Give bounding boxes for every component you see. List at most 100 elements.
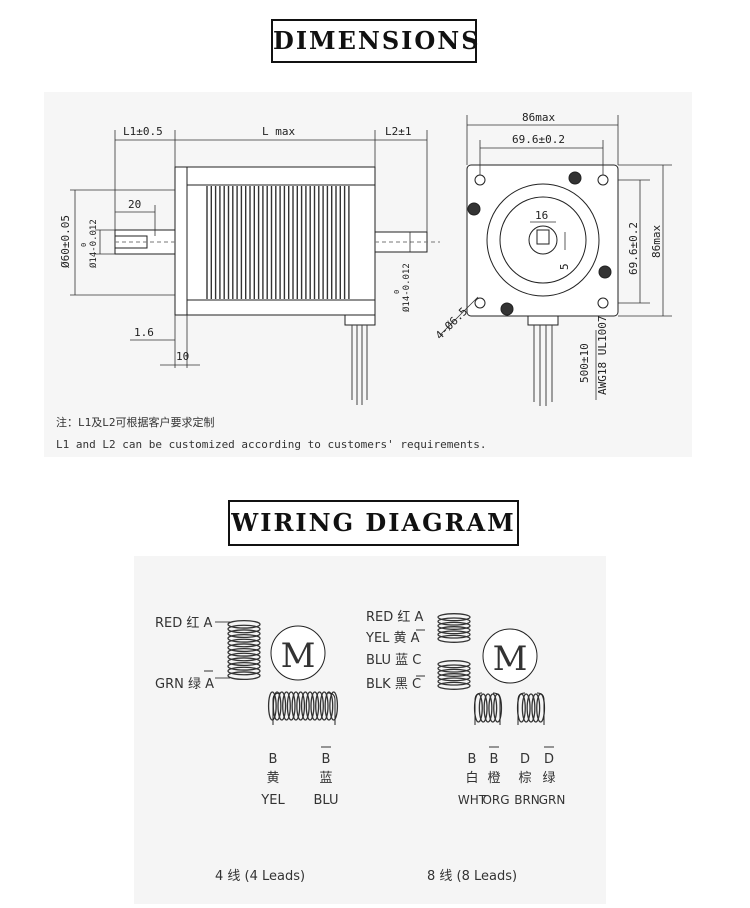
l-label: L max xyxy=(262,125,295,138)
s5-label: 5 xyxy=(558,263,571,270)
yel-cn-label: 黄 xyxy=(266,771,279,786)
coil-turn xyxy=(437,677,471,686)
coil-turn xyxy=(437,664,471,673)
dbar8-label: D xyxy=(544,752,554,767)
dia14b-label: Ø14-0.012 xyxy=(401,263,412,312)
w86-label: 86max xyxy=(522,111,555,124)
coil-turn xyxy=(319,691,329,721)
wiring-4-labels: RED 红 A GRN 绿 A M B B 黄 蓝 YEL BLU 4 线 (4… xyxy=(155,615,339,884)
coil-turn xyxy=(536,693,546,723)
coil-turn xyxy=(227,652,261,662)
w696-label: 69.6±0.2 xyxy=(512,133,565,146)
b8-label: B xyxy=(468,752,477,767)
wiring-8-leads xyxy=(437,613,546,725)
b-label: B xyxy=(269,752,278,767)
blu8-lead-label: BLU 蓝 C xyxy=(366,653,421,668)
coil-turn xyxy=(437,621,471,630)
coil-turn xyxy=(227,629,261,639)
front-dimension-lines xyxy=(439,115,672,400)
dia14a-label: Ø14-0.012 xyxy=(88,219,99,268)
caption-4-leads: 4 线 (4 Leads) xyxy=(215,869,305,884)
blk8-lead-label: BLK 黑 C xyxy=(366,677,421,692)
coil-turn xyxy=(437,668,471,677)
coil-turn xyxy=(286,691,296,721)
caption-8-leads: 8 线 (8 Leads) xyxy=(427,869,517,884)
l1-label: L1±0.5 xyxy=(123,125,163,138)
coil-turn xyxy=(437,626,471,635)
dia60-label: Ø60±0.05 xyxy=(59,215,72,268)
l2-label: L2±1 xyxy=(385,125,412,138)
wire-spec-label: AWG18 UL1007 xyxy=(596,316,609,395)
hole-label: 4-Ø6.5 xyxy=(433,305,470,342)
brn-cn-label: 棕 xyxy=(518,771,531,786)
dia14b-top: 0 xyxy=(393,290,401,294)
wht-cn-label: 白 xyxy=(465,770,478,786)
coil-turn xyxy=(227,671,261,681)
coil-turn xyxy=(227,624,261,634)
red-lead-label: RED 红 A xyxy=(155,615,213,631)
grn-label: GRN xyxy=(539,793,566,807)
dimensions-heading: DIMENSIONS xyxy=(271,19,479,63)
coil-turn xyxy=(437,630,471,639)
note-english: L1 and L2 can be customized according to… xyxy=(56,438,486,451)
d16-label: 1.6 xyxy=(134,326,154,339)
coil-turn xyxy=(227,657,261,667)
coil-turn xyxy=(296,691,306,721)
blu-cn-label: 蓝 xyxy=(319,771,332,786)
coil-turn xyxy=(305,691,315,721)
s16-label: 16 xyxy=(535,209,548,222)
note-chinese: 注：L1及L2可根据客户要求定制 xyxy=(56,415,215,429)
grn-cn-label: 绿 xyxy=(542,771,555,786)
coil-turn xyxy=(478,693,488,723)
coil-turn xyxy=(315,691,324,721)
coil-turn xyxy=(437,673,471,682)
bbar-label: B xyxy=(322,752,331,767)
dimension-labels: L1±0.5 L max L2±1 20 Ø60±0.05 0 Ø14-0.01… xyxy=(59,111,663,395)
blu-label: BLU xyxy=(313,793,338,808)
h86-label: 86max xyxy=(650,225,663,258)
wiring-panel xyxy=(134,556,606,904)
wht-label: WHT xyxy=(458,793,487,807)
coil-turn xyxy=(437,681,471,690)
coil-turn xyxy=(329,691,339,721)
motor-front-view xyxy=(466,164,619,406)
grn-lead-label: GRN 绿 A xyxy=(155,677,214,692)
d20-label: 20 xyxy=(128,198,141,211)
coil-turn xyxy=(227,638,261,648)
side-dimension-lines xyxy=(70,130,428,368)
coil-turn xyxy=(300,691,310,721)
motor-side-view xyxy=(114,166,440,405)
motor-m-symbol-8: M xyxy=(493,639,528,679)
coil-turn xyxy=(437,660,471,669)
coil-turn xyxy=(267,691,277,721)
coil-turn xyxy=(227,666,261,676)
coil-turn xyxy=(227,661,261,671)
motor-m-symbol: M xyxy=(281,636,316,676)
h696-label: 69.6±0.2 xyxy=(627,222,640,275)
coil-turn xyxy=(227,633,261,643)
coil-turn xyxy=(227,647,261,657)
wiring-4-leads xyxy=(215,619,339,725)
coil-turn xyxy=(437,613,471,622)
wiring-heading: WIRING DIAGRAM xyxy=(228,500,519,546)
coil-turn xyxy=(277,691,287,721)
dia14a-top: 0 xyxy=(80,243,88,247)
org-cn-label: 橙 xyxy=(487,771,500,786)
wiring-8-labels: RED 红 A YEL 黄 A BLU 蓝 C BLK 黑 C M B B D … xyxy=(365,609,565,884)
yel8-lead-label: YEL 黄 A xyxy=(365,631,420,646)
red8-lead-label: RED 红 A xyxy=(366,609,424,625)
bbar8-label: B xyxy=(490,752,499,767)
coil-turn xyxy=(282,691,291,721)
d10-label: 10 xyxy=(176,350,189,363)
coil-turn xyxy=(483,693,493,723)
coil-turn xyxy=(437,617,471,626)
d8-label: D xyxy=(520,752,530,767)
coil-turn xyxy=(437,634,471,643)
coil-turn xyxy=(291,691,301,721)
yel-label: YEL xyxy=(260,793,285,808)
coil-turn xyxy=(227,643,261,653)
coil-turn xyxy=(324,691,334,721)
lead-length-label: 500±10 xyxy=(578,343,591,383)
coil-turn xyxy=(227,619,261,629)
